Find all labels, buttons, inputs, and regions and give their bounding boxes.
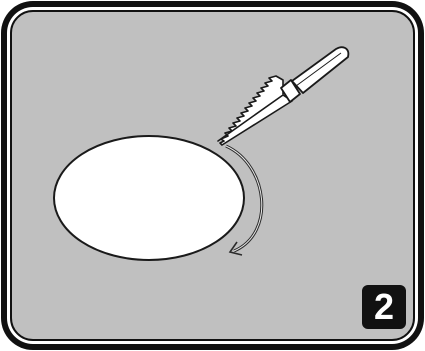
oval-bread-slice [54, 136, 244, 260]
step-number-badge: 2 [362, 285, 406, 329]
